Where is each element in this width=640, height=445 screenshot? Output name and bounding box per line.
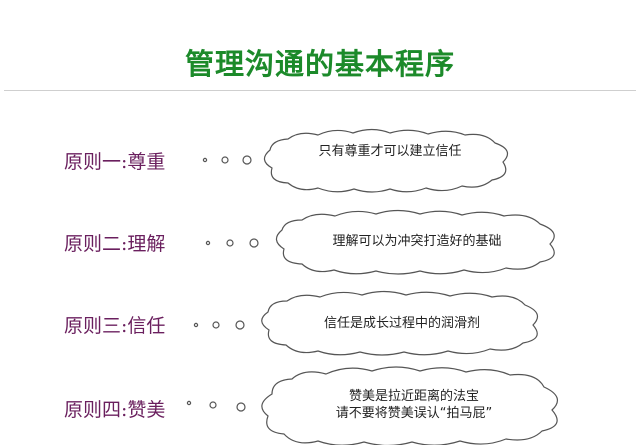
thought-bubble-dot bbox=[212, 321, 220, 329]
thought-cloud-shape bbox=[261, 290, 539, 356]
thought-bubble-dot bbox=[209, 401, 217, 409]
thought-cloud-shape bbox=[275, 209, 555, 275]
thought-bubble-dot bbox=[226, 239, 234, 247]
principle-2-label: 原则二:理解 bbox=[64, 233, 166, 255]
thought-cloud-shape bbox=[263, 128, 509, 193]
principle-3-label: 原则三:信任 bbox=[64, 315, 166, 337]
thought-bubble-dot bbox=[235, 320, 245, 330]
thought-text-1: 只有尊重才可以建立信任 bbox=[318, 144, 462, 159]
thought-cloud-4 bbox=[186, 366, 559, 445]
thought-cloud-2 bbox=[205, 209, 555, 275]
thought-text-4b: 请不要将赞美误认“拍马屁” bbox=[335, 406, 493, 421]
thought-bubble-dot bbox=[205, 240, 211, 246]
thought-bubble-dot bbox=[186, 400, 192, 406]
thought-bubble-dot bbox=[202, 157, 208, 163]
thought-bubble-dot bbox=[221, 156, 229, 164]
thought-text-2: 理解可以为冲突打造好的基础 bbox=[332, 234, 502, 249]
thought-cloud-shape bbox=[261, 366, 559, 445]
principle-4-label: 原则四:赞美 bbox=[64, 399, 166, 421]
thought-bubble-dot bbox=[249, 238, 259, 248]
principle-1-label: 原则一:尊重 bbox=[64, 151, 166, 173]
thought-bubble-dot bbox=[242, 155, 252, 165]
thought-bubble-dot bbox=[193, 322, 199, 328]
thought-cloud-3 bbox=[193, 290, 539, 356]
thought-text-3: 信任是成长过程中的润滑剂 bbox=[323, 316, 480, 331]
thought-text-4a: 赞美是拉近距离的法宝 bbox=[348, 389, 479, 404]
thought-cloud-1 bbox=[202, 128, 509, 193]
page-title: 管理沟通的基本程序 bbox=[184, 47, 455, 81]
thought-bubble-dot bbox=[236, 402, 246, 412]
title-divider bbox=[4, 90, 636, 91]
